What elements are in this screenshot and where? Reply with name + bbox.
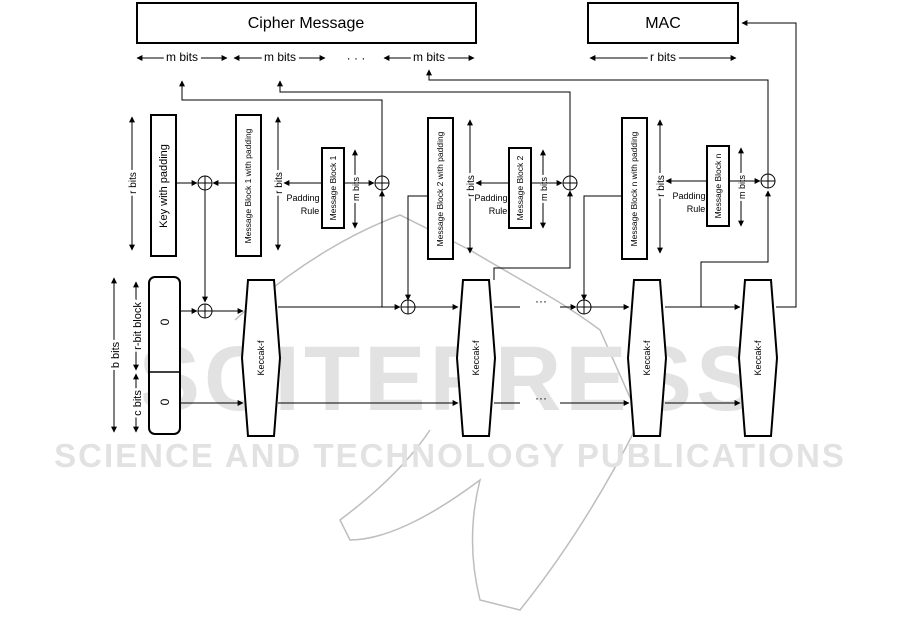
key-with-padding-label: Key with padding: [158, 144, 170, 228]
cipher-message-box: [136, 2, 477, 44]
xor-mbn-cross: [761, 174, 775, 188]
key-with-padding-box: [150, 114, 177, 257]
watermark-swoosh: [234, 214, 641, 611]
wire-mb2pad-to-xor2: [405, 195, 428, 301]
dots-c-lane: ···: [535, 391, 547, 405]
xor-state-cross: [198, 304, 212, 318]
r-bit-block-label: r-bit block: [132, 302, 144, 350]
mbn-label: Message Block n: [713, 153, 723, 218]
state-c-zero: 0: [158, 398, 172, 405]
m-bits-label-1: m bits: [166, 50, 198, 64]
mac-r-bits-label: r bits: [650, 50, 676, 64]
xor-keccakn-in-cross: [577, 300, 591, 314]
keccak-label-2: Keccak-f: [471, 340, 481, 376]
mb1-label: Message Block 1: [328, 155, 338, 220]
mbn-m-bits-label: m bits: [737, 175, 747, 200]
mbn-r-bits-label: r bits: [656, 175, 667, 197]
state-r-zero: 0: [158, 318, 172, 325]
mb2-box: [508, 147, 532, 229]
keccak-box-4: [737, 279, 779, 437]
xor-key-mb1-cross: [198, 176, 212, 190]
mb1-padding-label: Message Block 1 with padding: [243, 128, 253, 243]
mb1-box: [321, 147, 345, 229]
mbn-padding-text: Padding: [672, 191, 705, 201]
keccak-box-2: [455, 279, 497, 437]
watermark-brand: SCITEPRESS: [139, 328, 762, 430]
wire-keccak3-r-up: [700, 190, 771, 307]
wire-keccak2-r-up: [493, 190, 573, 280]
wire-keccak4-to-mac: [741, 20, 797, 308]
key-r-bits-label: r bits: [128, 172, 139, 194]
wire-c1-to-cipher: [179, 80, 383, 176]
mb1-m-bits-label: m bits: [351, 177, 361, 202]
keccak-label-4: Keccak-f: [753, 340, 763, 376]
watermark-tagline: SCIENCE AND TECHNOLOGY PUBLICATIONS: [54, 437, 846, 474]
mb2-r-bits-label: r bits: [466, 175, 477, 197]
mb2-rule-text: Rule: [489, 206, 508, 216]
mb2-padding-text: Padding: [474, 193, 507, 203]
mac-box: [587, 2, 739, 44]
mb1-padding-box: [235, 114, 262, 257]
mbn-rule-text: Rule: [687, 204, 706, 214]
mbn-padding-label: Message Block n with padding: [629, 131, 639, 246]
wire-cn-to-cipher: [426, 69, 769, 174]
c-bits-label: c bits: [132, 390, 144, 416]
mb2-label: Message Block 2: [515, 155, 525, 220]
mb2-padding-box: [427, 117, 454, 260]
mac-label: MAC: [645, 15, 681, 32]
mb1-padding-text: Padding: [286, 193, 319, 203]
wire-mbnpad-to-xorn: [581, 195, 622, 301]
mb2-m-bits-label: m bits: [539, 177, 549, 202]
m-bits-ellipsis: · · ·: [347, 51, 366, 65]
wire-c2-to-cipher: [277, 80, 571, 176]
xor-mb1-cross: [375, 176, 389, 190]
state-block: [148, 276, 181, 435]
keccak-box-3: [626, 279, 668, 437]
xor-mb2-cross: [563, 176, 577, 190]
keccak-label-1: Keccak-f: [256, 340, 266, 376]
dots-r-lane: ···: [535, 294, 547, 308]
b-bits-label: b bits: [110, 341, 122, 368]
cipher-message-label: Cipher Message: [248, 15, 365, 32]
mb1-rule-text: Rule: [301, 206, 320, 216]
m-bits-label-2: m bits: [264, 50, 296, 64]
xor-keccak2-in-cross: [401, 300, 415, 314]
keccak-box-1: [240, 279, 282, 437]
mbn-box: [706, 145, 730, 227]
mb2-padding-label: Message Block 2 with padding: [435, 131, 445, 246]
keccak-label-3: Keccak-f: [642, 340, 652, 376]
mbn-padding-box: [621, 117, 648, 260]
mb1-r-bits-label: r bits: [274, 172, 285, 194]
m-bits-label-n: m bits: [413, 50, 445, 64]
